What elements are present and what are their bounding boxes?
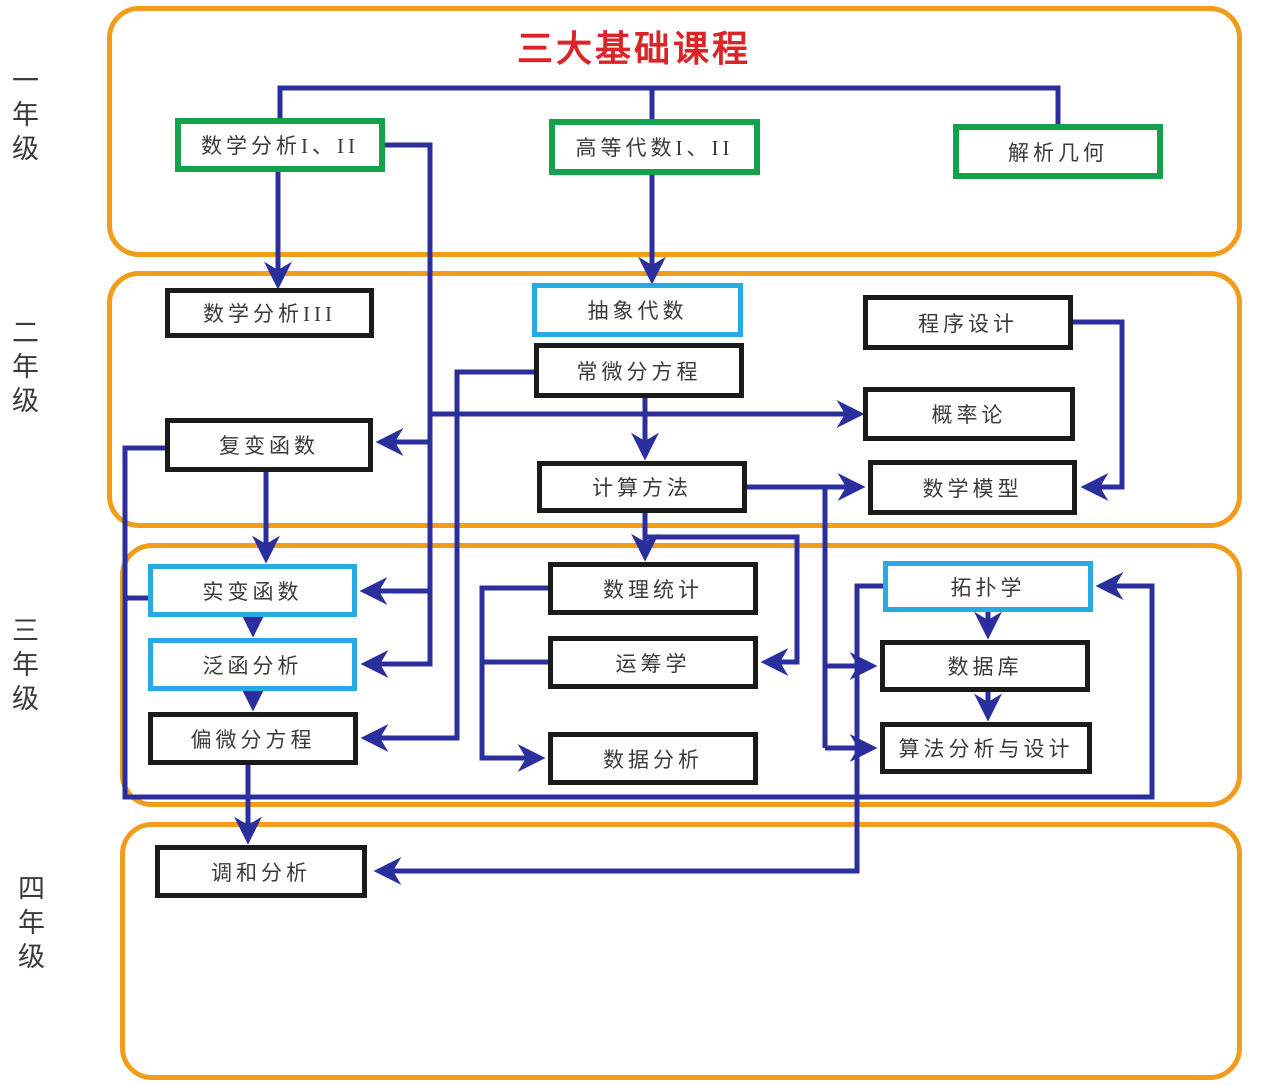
node-label-math-statistics: 数理统计 <box>603 577 703 602</box>
node-harmonic-analysis: 调和分析 <box>155 845 367 898</box>
node-programming: 程序设计 <box>863 295 1073 350</box>
node-label-math-modeling: 数学模型 <box>922 476 1023 501</box>
edge-math-analysis-to-functional <box>360 142 433 678</box>
node-label-pde: 偏微分方程 <box>190 727 316 752</box>
node-label-abstract-algebra: 抽象代数 <box>587 299 688 323</box>
year-label-2: 二年级 <box>8 318 38 420</box>
node-label-computing-method: 计算方法 <box>592 476 692 500</box>
node-math-analysis-1-2: 数学分析I、II <box>175 118 385 172</box>
edge-topology-to-harmonic <box>373 583 883 885</box>
node-label-functional-analysis: 泛函分析 <box>202 653 303 678</box>
year-label-1: 一年级 <box>8 66 38 168</box>
node-label-database: 数据库 <box>947 655 1023 679</box>
node-topology: 拓扑学 <box>883 561 1093 612</box>
node-label-math-analysis-3: 数学分析III <box>203 302 336 326</box>
edge-ode-to-pde <box>360 369 534 752</box>
node-label-data-analysis: 数据分析 <box>603 747 703 772</box>
node-complex-function: 复变函数 <box>165 418 373 472</box>
node-data-analysis: 数据分析 <box>548 732 758 785</box>
node-math-modeling: 数学模型 <box>868 460 1077 515</box>
edge-complex-real-to-topology <box>122 445 1155 800</box>
year2-panel <box>107 271 1242 528</box>
year1-panel <box>107 6 1242 257</box>
node-label-algorithm-design: 算法分析与设计 <box>898 737 1074 761</box>
node-label-operations-research: 运筹学 <box>615 651 691 676</box>
node-label-analytic-geometry: 解析几何 <box>1008 140 1108 165</box>
node-label-advanced-algebra-1-2: 高等代数I、II <box>575 136 734 160</box>
node-label-real-analysis: 实变函数 <box>202 579 303 604</box>
node-label-math-analysis-1-2: 数学分析I、II <box>201 134 359 158</box>
node-math-statistics: 数理统计 <box>548 562 758 615</box>
edge-programming-to-modeling <box>1073 319 1125 501</box>
node-label-ode: 常微分方程 <box>576 359 702 384</box>
edge-year1-bus <box>277 85 1061 124</box>
node-algorithm-design: 算法分析与设计 <box>880 722 1092 774</box>
node-probability: 概率论 <box>863 387 1075 441</box>
edge-statistics-to-data-analysis <box>479 585 548 772</box>
node-label-topology: 拓扑学 <box>950 575 1026 600</box>
node-functional-analysis: 泛函分析 <box>148 638 357 691</box>
year-label-4: 四年级 <box>14 874 44 976</box>
node-label-programming: 程序设计 <box>918 311 1018 336</box>
year4-panel <box>120 822 1242 1080</box>
node-pde: 偏微分方程 <box>148 712 358 765</box>
node-math-analysis-3: 数学分析III <box>165 288 374 338</box>
node-real-analysis: 实变函数 <box>148 564 357 617</box>
node-ode: 常微分方程 <box>534 343 744 398</box>
node-computing-method: 计算方法 <box>537 461 747 513</box>
node-label-probability: 概率论 <box>931 403 1007 427</box>
node-operations-research: 运筹学 <box>548 636 758 689</box>
node-database: 数据库 <box>880 640 1090 692</box>
page-title: 三大基础课程 <box>516 29 751 69</box>
edge-computing-to-operations <box>645 534 800 676</box>
node-label-complex-function: 复变函数 <box>219 434 319 458</box>
year-label-3: 三年级 <box>8 616 38 718</box>
node-label-harmonic-analysis: 调和分析 <box>211 860 311 885</box>
node-analytic-geometry: 解析几何 <box>953 124 1163 179</box>
node-abstract-algebra: 抽象代数 <box>532 283 743 337</box>
node-advanced-algebra-1-2: 高等代数I、II <box>549 119 760 175</box>
